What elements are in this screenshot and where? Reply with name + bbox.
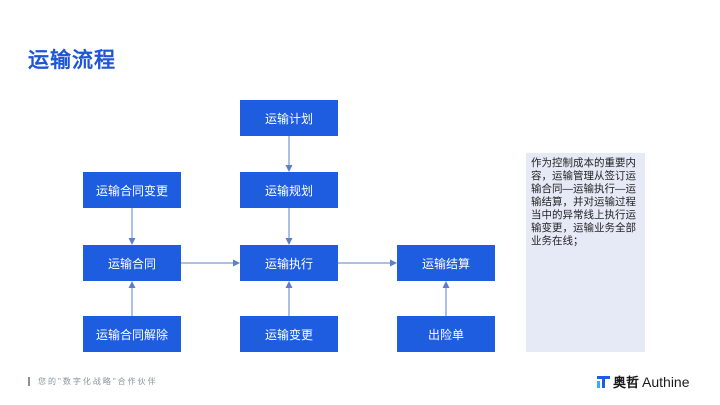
node-transport-contract: 运输合同 [83, 245, 181, 281]
brand-logo: 奥哲 Authine [597, 372, 690, 391]
description-note: 作为控制成本的重要内容，运输管理从签订运输合同—运输执行—运输结算，并对运输过程… [526, 153, 645, 352]
node-transport-change: 运输变更 [240, 316, 338, 352]
page-title: 运输流程 [28, 49, 116, 72]
authine-logo-icon [597, 375, 610, 388]
node-transport-settlement: 运输结算 [397, 245, 495, 281]
node-contract-change: 运输合同变更 [83, 172, 181, 208]
node-transport-execution: 运输执行 [240, 245, 338, 281]
node-transport-planning: 运输规划 [240, 172, 338, 208]
footer-slogan: 您的"数字化战略"合作伙伴 [38, 377, 158, 386]
node-insurance-claim: 出险单 [397, 316, 495, 352]
logo-text-cn: 奥哲 [613, 375, 640, 390]
footer-divider [28, 377, 30, 386]
node-contract-termination: 运输合同解除 [83, 316, 181, 352]
logo-text-en: Authine [642, 373, 690, 390]
node-transport-plan: 运输计划 [240, 100, 338, 136]
